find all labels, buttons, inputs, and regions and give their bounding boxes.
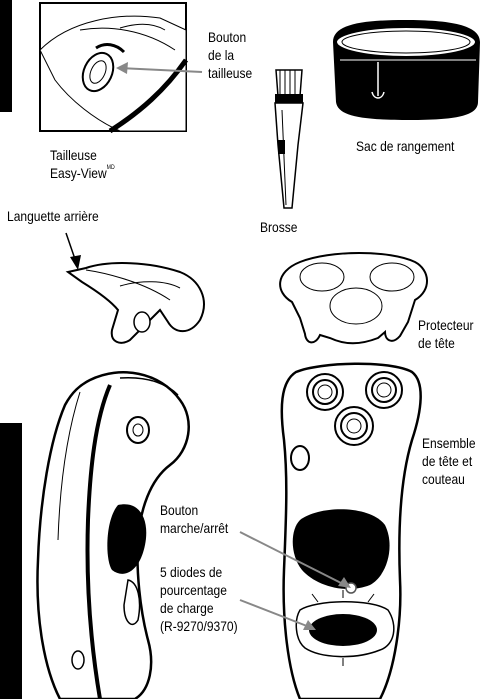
head-guard: [279, 252, 428, 345]
brush: [274, 69, 304, 209]
label-head-cutter-assembly: Ensemble de tête et couteau: [422, 435, 476, 487]
label-rear-tab: Languette arrière: [7, 208, 99, 224]
pointer-charge-leds: [239, 599, 313, 629]
left-edge-bar-top: [0, 0, 12, 112]
label-trimmer-button: Bouton de la tailleuse: [208, 29, 253, 81]
label-brush: Brosse: [260, 219, 298, 235]
label-trimmer: Tailleuse Easy-ViewMD: [50, 147, 115, 181]
pointer-power-button: [239, 531, 348, 587]
label-power-button: Bouton marche/arrêt: [160, 502, 229, 536]
label-head-guard: Protecteur de tête: [418, 317, 474, 351]
pointer-trimmer-button: [119, 67, 203, 73]
storage-bag: [333, 20, 480, 120]
trimmer-inset: [39, 2, 189, 134]
label-storage-bag: Sac de rangement: [356, 138, 455, 154]
left-edge-bar-bottom: [0, 423, 22, 699]
shaver-front-view: [280, 362, 422, 699]
rear-tab-piece: [65, 262, 205, 344]
label-charge-leds: 5 diodes de pourcentage de charge (R-927…: [160, 564, 238, 634]
shaver-side-view: [36, 371, 190, 699]
